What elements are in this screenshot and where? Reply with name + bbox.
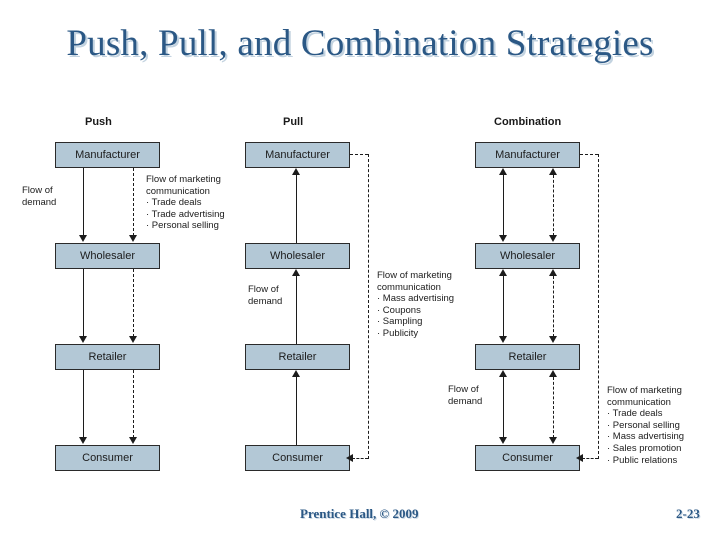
combination-demand-arrowhead-1-down <box>499 235 507 242</box>
pull-node-wholesaler: Wholesaler <box>245 243 350 269</box>
push-demand-arrowhead-3 <box>79 437 87 444</box>
combination-bypass-line-top <box>580 154 598 155</box>
push-comm-arrowhead-1 <box>129 235 137 242</box>
combination-comm-line-1 <box>553 175 554 236</box>
pull-node-retailer: Retailer <box>245 344 350 370</box>
combination-flow-of-demand-label: Flow of demand <box>448 384 483 407</box>
pull-demand-line-3 <box>296 377 297 445</box>
pull-demand-arrowhead-1 <box>292 168 300 175</box>
pull-comm-line-side <box>368 154 369 459</box>
column-header-push: Push <box>85 116 112 128</box>
column-header-pull: Pull <box>283 116 304 128</box>
footer-page-number: 2-23 <box>676 506 700 521</box>
push-node-wholesaler: Wholesaler <box>55 243 160 269</box>
combination-bypass-line-side <box>598 154 599 459</box>
combination-bypass-arrowhead <box>576 454 583 462</box>
push-node-retailer: Retailer <box>55 344 160 370</box>
push-flow-of-demand-label: Flow of demand <box>22 185 57 208</box>
combination-node-retailer: Retailer <box>475 344 580 370</box>
combination-demand-arrowhead-3-up <box>499 370 507 377</box>
combination-node-consumer: Consumer <box>475 445 580 471</box>
push-comm-line-2 <box>133 269 134 337</box>
push-node-manufacturer: Manufacturer <box>55 142 160 168</box>
push-demand-arrowhead-1 <box>79 235 87 242</box>
push-pull-combination-diagram: Push Pull Combination Manufacturer Whole… <box>0 112 720 487</box>
footer-copyright: Prentice Hall, © 2009 <box>300 506 419 521</box>
combination-demand-arrowhead-2-up <box>499 269 507 276</box>
push-node-consumer: Consumer <box>55 445 160 471</box>
pull-comm-arrowhead <box>346 454 353 462</box>
column-header-combination: Combination <box>494 116 562 128</box>
combination-comm-arrowhead-1-down <box>549 235 557 242</box>
push-demand-arrowhead-2 <box>79 336 87 343</box>
combination-comm-arrowhead-3-up <box>549 370 557 377</box>
combination-node-wholesaler: Wholesaler <box>475 243 580 269</box>
pull-demand-arrowhead-3 <box>292 370 300 377</box>
combination-comm-arrowhead-1-up <box>549 168 557 175</box>
push-demand-line-1 <box>83 168 84 236</box>
push-demand-line-2 <box>83 269 84 337</box>
pull-demand-line-1 <box>296 175 297 243</box>
combination-demand-line-2 <box>503 276 504 337</box>
pull-comm-line-top <box>350 154 368 155</box>
pull-demand-arrowhead-2 <box>292 269 300 276</box>
pull-communication-note: Flow of marketing communication · Mass a… <box>377 270 455 339</box>
push-comm-line-3 <box>133 370 134 438</box>
combination-comm-line-2 <box>553 276 554 337</box>
combination-communication-note: Flow of marketing communication · Trade … <box>607 385 685 466</box>
push-comm-arrowhead-2 <box>129 336 137 343</box>
combination-comm-arrowhead-3-down <box>549 437 557 444</box>
push-communication-note: Flow of marketing communication · Trade … <box>146 174 225 232</box>
combination-demand-line-1 <box>503 175 504 236</box>
combination-demand-line-3 <box>503 377 504 438</box>
combination-node-manufacturer: Manufacturer <box>475 142 580 168</box>
push-demand-line-3 <box>83 370 84 438</box>
combination-comm-arrowhead-2-up <box>549 269 557 276</box>
combination-demand-arrowhead-2-down <box>499 336 507 343</box>
push-comm-arrowhead-3 <box>129 437 137 444</box>
pull-node-manufacturer: Manufacturer <box>245 142 350 168</box>
combination-demand-arrowhead-1-up <box>499 168 507 175</box>
pull-node-consumer: Consumer <box>245 445 350 471</box>
pull-flow-of-demand-label: Flow of demand <box>248 284 283 307</box>
pull-demand-line-2 <box>296 276 297 344</box>
page-title: Push, Pull, and Combination Strategies <box>66 23 654 64</box>
push-comm-line-1 <box>133 168 134 236</box>
combination-bypass-line-bottom <box>582 458 598 459</box>
combination-comm-line-3 <box>553 377 554 438</box>
combination-demand-arrowhead-3-down <box>499 437 507 444</box>
combination-comm-arrowhead-2-down <box>549 336 557 343</box>
pull-comm-line-bottom <box>352 458 368 459</box>
